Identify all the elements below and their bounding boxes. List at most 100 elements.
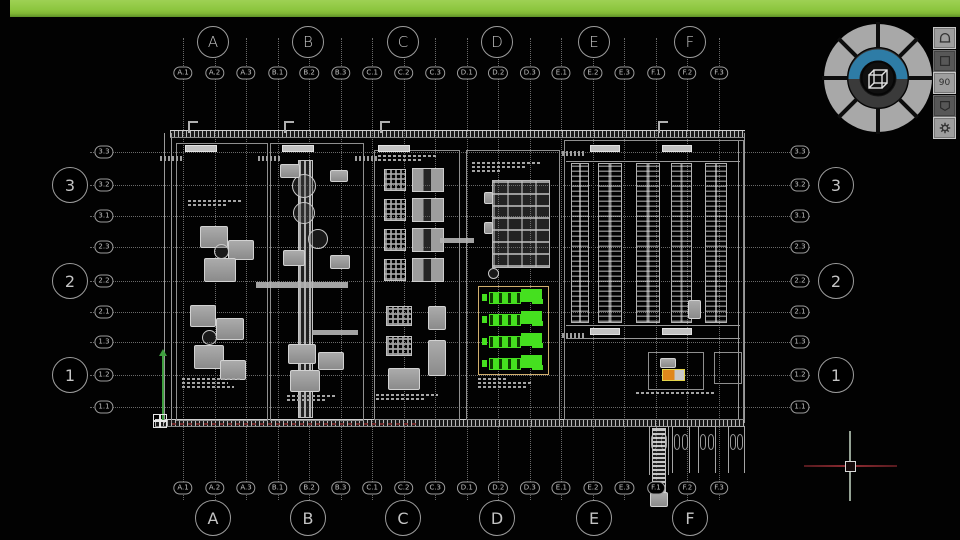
settings-gear-button[interactable]	[933, 117, 956, 139]
highlighted-equipment-unit[interactable]	[482, 289, 544, 305]
grid-column-bubble-top[interactable]: D	[481, 26, 513, 58]
grid-row-bubble-left[interactable]: 1	[52, 357, 88, 393]
grid-row-bubble-left[interactable]: 3	[52, 167, 88, 203]
grid-sub-label-left[interactable]: 2.1	[94, 305, 114, 319]
grid-sub-label-top[interactable]: C.2	[393, 66, 414, 80]
selection-box[interactable]	[478, 286, 549, 375]
storage-rack[interactable]	[598, 163, 622, 323]
equipment-unit[interactable]	[388, 368, 420, 390]
grid-sub-label-top[interactable]: C.1	[362, 66, 382, 80]
pipe-run[interactable]	[312, 330, 358, 335]
rotate-90-button[interactable]: 90	[933, 72, 956, 94]
equipment-row[interactable]	[384, 228, 446, 252]
equipment-tank[interactable]	[202, 330, 217, 345]
equipment-unit[interactable]	[216, 318, 244, 340]
room-f-lower[interactable]	[648, 352, 704, 390]
grid-column-bubble-bottom[interactable]: B	[290, 500, 326, 536]
room-c[interactable]	[374, 150, 460, 420]
equipment-unit[interactable]	[428, 306, 446, 330]
equipment-unit[interactable]	[280, 164, 300, 178]
building-right-wall[interactable]	[744, 133, 745, 423]
equipment-cluster[interactable]	[492, 180, 550, 268]
grid-sub-label-right[interactable]: 3.1	[790, 209, 810, 223]
selection-grip[interactable]	[153, 414, 167, 428]
grid-sub-label-top[interactable]: B.1	[267, 66, 288, 80]
grid-sub-label-bottom[interactable]: A.2	[204, 481, 225, 495]
grid-sub-label-bottom[interactable]: E.3	[614, 481, 634, 495]
room-f-side[interactable]	[714, 352, 742, 384]
equipment-unit[interactable]	[330, 255, 350, 269]
grid-row-bubble-right[interactable]: 3	[818, 167, 854, 203]
equipment-unit[interactable]	[428, 340, 446, 376]
grid-sub-label-bottom[interactable]: B.2	[299, 481, 319, 495]
grid-sub-label-bottom[interactable]: F.1	[647, 481, 665, 495]
grid-sub-label-right[interactable]: 1.3	[790, 335, 810, 349]
steering-wheel[interactable]	[820, 20, 936, 136]
equipment-unit[interactable]	[190, 305, 216, 327]
dock-bay[interactable]	[672, 426, 690, 473]
equipment-unit[interactable]	[204, 258, 236, 282]
grid-sub-label-right[interactable]: 3.2	[790, 178, 810, 192]
alert-equipment-unit[interactable]	[662, 369, 685, 381]
orbit-button[interactable]	[933, 49, 956, 72]
home-button[interactable]	[933, 27, 956, 49]
dock-bay[interactable]	[698, 426, 716, 473]
pipe-run[interactable]	[440, 238, 474, 243]
equipment-unit[interactable]	[688, 300, 701, 319]
grid-sub-label-bottom[interactable]: A.3	[236, 481, 256, 495]
equipment-tank[interactable]	[293, 202, 315, 224]
pipe-run[interactable]	[256, 282, 348, 288]
grid-column-bubble-top[interactable]: F	[674, 26, 706, 58]
ucs-button[interactable]	[933, 94, 956, 117]
grid-sub-label-top[interactable]: A.1	[173, 66, 193, 80]
grid-sub-label-top[interactable]: D.1	[456, 66, 477, 80]
storage-rack[interactable]	[671, 163, 692, 323]
grid-sub-label-left[interactable]: 2.3	[94, 240, 114, 254]
room-d[interactable]	[466, 150, 560, 420]
grid-sub-label-bottom[interactable]: E.2	[583, 481, 603, 495]
grid-sub-label-left[interactable]: 1.1	[94, 400, 114, 414]
grid-sub-label-top[interactable]: B.2	[299, 66, 319, 80]
storage-rack[interactable]	[705, 163, 727, 323]
grid-column-bubble-bottom[interactable]: E	[576, 500, 612, 536]
grid-sub-label-left[interactable]: 3.2	[94, 178, 114, 192]
highlighted-equipment-unit[interactable]	[482, 355, 544, 371]
grid-sub-label-right[interactable]: 3.3	[790, 145, 810, 159]
grid-sub-label-bottom[interactable]: F.2	[678, 481, 697, 495]
highlighted-equipment-unit[interactable]	[482, 311, 544, 327]
grid-sub-label-left[interactable]: 2.2	[94, 274, 114, 288]
equipment-tank[interactable]	[214, 244, 229, 259]
grid-row-bubble-right[interactable]: 2	[818, 263, 854, 299]
grid-column-bubble-bottom[interactable]: F	[672, 500, 708, 536]
grid-column-bubble-top[interactable]: C	[387, 26, 419, 58]
grid-sub-label-bottom[interactable]: E.1	[551, 481, 571, 495]
grid-sub-label-bottom[interactable]: C.3	[425, 481, 446, 495]
grid-sub-label-left[interactable]: 1.2	[94, 368, 114, 382]
grid-sub-label-bottom[interactable]: A.1	[173, 481, 193, 495]
grid-sub-label-bottom[interactable]: D.2	[488, 481, 509, 495]
grid-column-bubble-bottom[interactable]: C	[385, 500, 421, 536]
grid-sub-label-bottom[interactable]: C.2	[393, 481, 414, 495]
grid-sub-label-right[interactable]: 2.3	[790, 240, 810, 254]
grid-column-bubble-top[interactable]: B	[292, 26, 324, 58]
equipment-unit[interactable]	[283, 250, 305, 266]
building-top-wall[interactable]	[170, 130, 745, 138]
grid-sub-label-left[interactable]: 3.1	[94, 209, 114, 223]
equipment-tank[interactable]	[292, 174, 316, 198]
equipment-grid[interactable]	[386, 336, 412, 356]
room-ef[interactable]	[564, 140, 744, 420]
grid-sub-label-bottom[interactable]: D.1	[456, 481, 477, 495]
grid-sub-label-top[interactable]: F.3	[710, 66, 728, 80]
equipment-unit[interactable]	[290, 370, 320, 392]
grid-sub-label-right[interactable]: 1.1	[790, 400, 810, 414]
equipment-grid[interactable]	[386, 306, 412, 326]
grid-sub-label-top[interactable]: D.2	[488, 66, 509, 80]
grid-sub-label-top[interactable]: D.3	[519, 66, 540, 80]
equipment-row[interactable]	[384, 198, 446, 222]
grid-column-bubble-bottom[interactable]: D	[479, 500, 515, 536]
grid-sub-label-top[interactable]: F.2	[678, 66, 697, 80]
grid-sub-label-bottom[interactable]: B.1	[267, 481, 288, 495]
equipment-unit[interactable]	[228, 240, 254, 260]
equipment-row[interactable]	[384, 168, 446, 192]
grid-sub-label-top[interactable]: E.1	[551, 66, 571, 80]
